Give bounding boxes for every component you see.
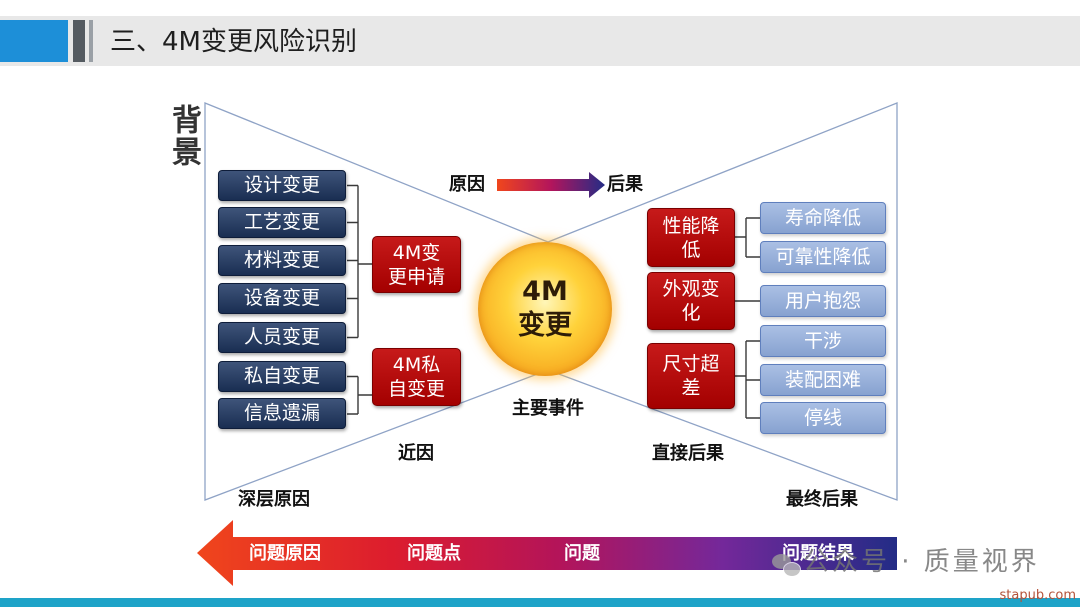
cause-box-unauthorized: 私自变更 bbox=[218, 361, 346, 392]
slide-title: 三、4M变更风险识别 bbox=[110, 27, 357, 57]
consequence-line: 性能降 bbox=[662, 214, 720, 237]
consequence-box-dimension: 尺寸超 差 bbox=[647, 343, 735, 409]
effect-label: 后果 bbox=[607, 174, 643, 195]
final-consequence-label: 最终后果 bbox=[786, 489, 858, 510]
header-divider-bar bbox=[73, 20, 85, 62]
arrow-label-problem-cause: 问题原因 bbox=[249, 543, 321, 564]
consequence-line: 尺寸超 bbox=[662, 353, 720, 375]
problem-flow-arrow bbox=[197, 520, 897, 586]
cause-box-info-omission: 信息遗漏 bbox=[218, 398, 346, 429]
main-event-circle: 4M 变更 bbox=[478, 242, 612, 376]
consequence-line: 差 bbox=[681, 377, 701, 399]
group-box-line: 4M变 bbox=[392, 241, 441, 264]
arrow-label-problem: 问题 bbox=[564, 543, 600, 564]
wechat-icon bbox=[772, 554, 802, 578]
cause-box-equipment: 设备变更 bbox=[218, 283, 346, 314]
header-divider-bar-thin bbox=[89, 20, 93, 62]
group-box-line: 自变更 bbox=[387, 378, 445, 400]
arrow-label-problem-point: 问题点 bbox=[407, 543, 461, 564]
cause-effect-arrow bbox=[497, 172, 605, 198]
consequence-line: 低 bbox=[681, 238, 701, 261]
cause-label: 原因 bbox=[449, 174, 485, 195]
group-box-line: 4M私 bbox=[392, 354, 441, 376]
root-cause-label: 深层原因 bbox=[238, 489, 310, 510]
result-box-life-reduction: 寿命降低 bbox=[760, 202, 886, 234]
main-event-caption: 主要事件 bbox=[512, 398, 584, 419]
background-label: 背景 bbox=[166, 104, 201, 168]
bracket-change-request bbox=[347, 184, 372, 339]
cause-box-process: 工艺变更 bbox=[218, 207, 346, 238]
header-accent-block bbox=[0, 20, 68, 62]
result-box-interference: 干涉 bbox=[760, 325, 886, 357]
result-box-reliability-reduction: 可靠性降低 bbox=[760, 241, 886, 273]
header-band bbox=[0, 16, 1080, 66]
event-line: 变更 bbox=[518, 310, 572, 341]
bracket-unauthorized-change bbox=[347, 375, 372, 415]
consequence-box-performance: 性能降 低 bbox=[647, 208, 735, 267]
consequence-line: 外观变 bbox=[662, 278, 720, 300]
consequence-line: 化 bbox=[681, 302, 701, 324]
watermark-site: stapub.com bbox=[999, 588, 1076, 603]
direct-consequence-label: 直接后果 bbox=[652, 443, 724, 464]
bracket-dimension bbox=[735, 340, 760, 419]
watermark-text: 公众号 · 质量视界 bbox=[803, 547, 1040, 577]
consequence-box-appearance: 外观变 化 bbox=[647, 272, 735, 330]
proximate-cause-label: 近因 bbox=[398, 443, 434, 464]
event-line: 4M bbox=[522, 276, 568, 307]
result-box-customer-complaint: 用户抱怨 bbox=[760, 285, 886, 317]
result-box-assembly-difficulty: 装配困难 bbox=[760, 364, 886, 396]
group-box-unauthorized-change: 4M私 自变更 bbox=[372, 348, 461, 406]
bracket-performance bbox=[735, 217, 760, 258]
cause-box-personnel: 人员变更 bbox=[218, 322, 346, 353]
result-box-line-stop: 停线 bbox=[760, 402, 886, 434]
cause-box-material: 材料变更 bbox=[218, 245, 346, 276]
group-box-change-request: 4M变 更申请 bbox=[372, 236, 461, 293]
group-box-line: 更申请 bbox=[387, 265, 445, 288]
cause-box-design: 设计变更 bbox=[218, 170, 346, 201]
arrow-label-problem-result: 问题结果 bbox=[782, 543, 854, 564]
footer-strip bbox=[0, 598, 1080, 607]
